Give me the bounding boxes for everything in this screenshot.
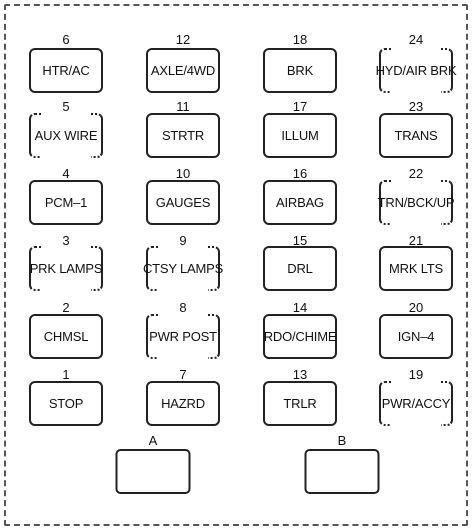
fuse-label: CTSY LAMPS — [142, 261, 224, 276]
fuse-number: 8 — [179, 300, 187, 315]
fuse-label: CHMSL — [43, 329, 89, 344]
fuse-label: AXLE/4WD — [150, 63, 216, 78]
fuse-number: 19 — [408, 367, 424, 382]
fuse-number: 3 — [62, 233, 70, 248]
fuse-label: AIRBAG — [276, 195, 324, 210]
fuse-label: HTR/AC — [42, 63, 90, 78]
fuse-number: 2 — [62, 300, 70, 315]
fuse-number: 22 — [408, 166, 424, 181]
fuse-label: HAZRD — [161, 396, 205, 411]
fuse-slot: AXLE/4WD — [146, 48, 220, 93]
fuse-number: 11 — [176, 99, 190, 114]
fuse-slot: STRTR — [146, 113, 220, 158]
fuse-label: IGN–4 — [397, 329, 435, 344]
relay-label: B — [337, 433, 347, 448]
fuse-slot: STOP — [29, 381, 103, 426]
relay-slot — [115, 449, 191, 494]
fuse-label: PWR POST — [149, 329, 217, 344]
fuse-number: 10 — [175, 166, 191, 181]
fuse-label: TRN/BCK/UP — [377, 195, 455, 210]
fuse-slot: PRK LAMPS — [29, 245, 103, 292]
fuse-slot: TRANS — [379, 113, 453, 158]
fuse-label: DRL — [287, 261, 313, 276]
fuse-slot: AUX WIRE — [29, 112, 103, 159]
fuse-slot: CTSY LAMPS — [142, 245, 224, 292]
fuse-label: GAUGES — [155, 195, 211, 210]
fuse-number: 14 — [292, 300, 308, 315]
fuse-number: 16 — [292, 166, 308, 181]
fuse-label: STRTR — [161, 128, 205, 143]
fuse-slot: BRK — [263, 48, 337, 93]
fuse-slot: PCM–1 — [29, 180, 103, 225]
fuse-number: 21 — [408, 233, 424, 248]
fuse-slot: DRL — [263, 246, 337, 291]
fuse-label: BRK — [286, 63, 314, 78]
fuse-slot: CHMSL — [29, 314, 103, 359]
fuse-number: 23 — [408, 99, 424, 114]
fuse-slot: ILLUM — [263, 113, 337, 158]
fuse-label: RDO/CHIME — [263, 329, 337, 344]
fuse-number: 1 — [62, 367, 70, 382]
fuse-label: MRK LTS — [389, 261, 443, 276]
fuse-number: 24 — [408, 32, 424, 47]
fuse-label: STOP — [48, 396, 84, 411]
fuse-number: 7 — [179, 367, 187, 382]
fuse-number: 5 — [62, 99, 70, 114]
fuse-label: TRANS — [394, 128, 438, 143]
fuse-label: HYD/AIR BRK — [375, 63, 457, 78]
relay-label: A — [148, 433, 158, 448]
fuse-slot: GAUGES — [146, 180, 220, 225]
fuse-label: AUX WIRE — [34, 128, 98, 143]
fuse-slot: PWR/ACCY — [379, 380, 453, 427]
fuse-slot: PWR POST — [146, 313, 220, 360]
fuse-label: PCM–1 — [44, 195, 88, 210]
fuse-slot: TRN/BCK/UP — [377, 179, 455, 226]
fuse-number: 20 — [408, 300, 424, 315]
fuse-number: 9 — [179, 233, 187, 248]
fuse-number: 17 — [292, 99, 308, 114]
fuse-number: 13 — [292, 367, 308, 382]
fuse-number: 18 — [292, 32, 308, 47]
fuse-slot: MRK LTS — [379, 246, 453, 291]
fuse-slot: IGN–4 — [379, 314, 453, 359]
fuse-label: PRK LAMPS — [29, 261, 103, 276]
fuse-number: 12 — [175, 32, 191, 47]
fuse-number: 6 — [62, 32, 70, 47]
fuse-slot: AIRBAG — [263, 180, 337, 225]
fuse-slot: RDO/CHIME — [263, 314, 337, 359]
fuse-slot: TRLR — [263, 381, 337, 426]
fuse-label: ILLUM — [281, 128, 319, 143]
fuse-slot: HYD/AIR BRK — [376, 47, 457, 94]
fuse-number: 4 — [62, 166, 70, 181]
fuse-slot: HTR/AC — [29, 48, 103, 93]
fuse-slot: HAZRD — [146, 381, 220, 426]
fuse-label: TRLR — [283, 396, 317, 411]
fuse-block-frame — [4, 4, 468, 526]
relay-slot — [304, 449, 380, 494]
fuse-label: PWR/ACCY — [381, 396, 451, 411]
fuse-number: 15 — [292, 233, 308, 248]
